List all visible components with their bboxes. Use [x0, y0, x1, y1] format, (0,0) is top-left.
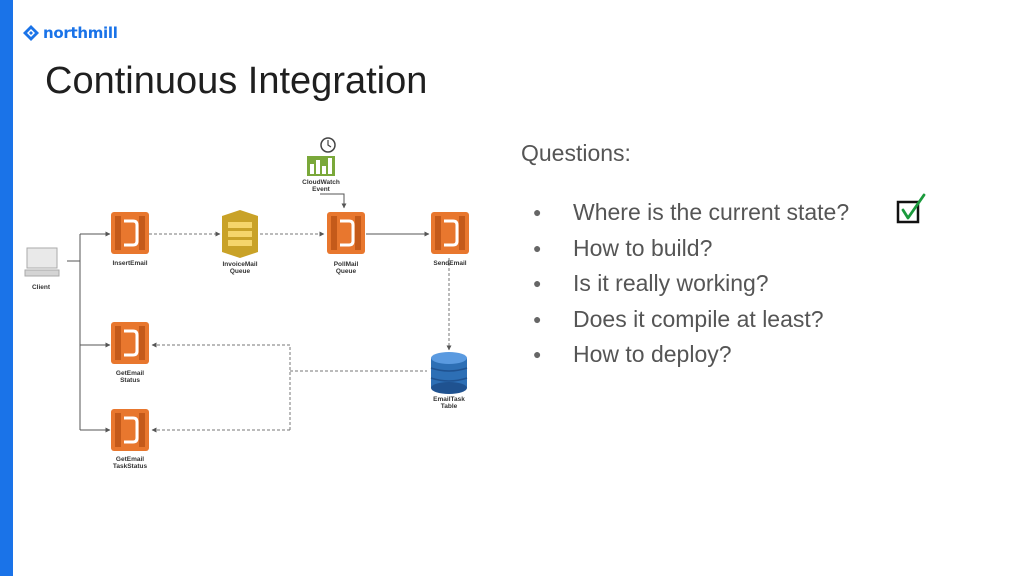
question-text: Is it really working? — [573, 270, 769, 296]
lambda-icon — [429, 210, 471, 256]
bar-chart-icon — [307, 156, 335, 176]
lambda-icon — [109, 320, 151, 366]
get-email-status-label-2: Status — [120, 377, 140, 384]
queue-icon — [222, 210, 258, 258]
bullet-icon: ● — [533, 346, 542, 362]
architecture-diagram: Client InsertEmail InvoiceMail Queue Clo… — [24, 137, 471, 470]
question-text: How to build? — [573, 234, 713, 261]
diagram-connectors — [67, 193, 452, 433]
question-text: Does it compile at least? — [573, 305, 824, 332]
insert-email-node: InsertEmail — [109, 210, 151, 267]
accent-bar — [0, 0, 13, 576]
send-email-node: SendEmail — [429, 210, 471, 267]
question-text: How to deploy? — [573, 341, 732, 367]
email-task-table-node: EmailTask Table — [430, 352, 468, 410]
questions-heading: Questions: — [521, 140, 631, 166]
computer-icon — [24, 247, 60, 277]
get-email-status-node: GetEmail Status — [109, 320, 151, 384]
get-email-task-status-label-1: GetEmail — [116, 456, 144, 463]
clock-icon — [320, 137, 336, 153]
email-task-table-label-1: EmailTask — [433, 396, 465, 403]
cloudwatch-event-node: CloudWatch Event — [302, 137, 340, 193]
question-item: ● How to deploy? — [521, 337, 1001, 373]
questions-list: ● Where is the current state? ● How to bui… — [521, 195, 1001, 373]
get-email-task-status-node: GetEmail TaskStatus — [109, 407, 151, 470]
insert-email-label: InsertEmail — [112, 260, 147, 267]
question-item: ● Where is the current state? — [521, 195, 1001, 231]
bullet-icon: ● — [533, 275, 542, 291]
question-item: ● Does it compile at least? — [521, 302, 1001, 338]
brand-name: northmill — [43, 24, 118, 42]
invoice-mail-queue-node: InvoiceMail Queue — [222, 210, 258, 275]
get-email-task-status-label-2: TaskStatus — [113, 463, 148, 470]
slide-title: Continuous Integration — [45, 60, 428, 102]
checked-box-icon — [896, 193, 926, 224]
question-item: ● Is it really working? — [521, 266, 1001, 302]
poll-mail-queue-label-2: Queue — [336, 268, 357, 275]
questions-panel: Questions: ● Where is the current state? … — [521, 140, 1001, 373]
lambda-icon — [109, 407, 151, 453]
cloudwatch-label-2: Event — [312, 186, 331, 193]
bullet-icon: ● — [533, 239, 542, 256]
brand-logo: northmill — [23, 24, 118, 42]
northmill-logo-icon — [23, 25, 39, 41]
send-email-label: SendEmail — [433, 260, 466, 267]
invoice-mail-queue-label-1: InvoiceMail — [222, 261, 257, 268]
client-node: Client — [24, 247, 60, 291]
database-icon — [430, 352, 468, 394]
poll-mail-queue-label-1: PollMail — [334, 261, 359, 268]
cloudwatch-label-1: CloudWatch — [302, 179, 340, 186]
client-label: Client — [32, 284, 51, 291]
bullet-icon: ● — [533, 204, 542, 220]
lambda-icon — [109, 210, 151, 256]
invoice-mail-queue-label-2: Queue — [230, 268, 251, 275]
question-text: Where is the current state? — [573, 199, 850, 225]
email-task-table-label-2: Table — [441, 403, 458, 410]
bullet-icon: ● — [533, 310, 542, 327]
lambda-icon — [325, 210, 367, 256]
poll-mail-queue-node: PollMail Queue — [325, 210, 367, 275]
question-item: ● How to build? — [521, 231, 1001, 267]
get-email-status-label-1: GetEmail — [116, 370, 144, 377]
